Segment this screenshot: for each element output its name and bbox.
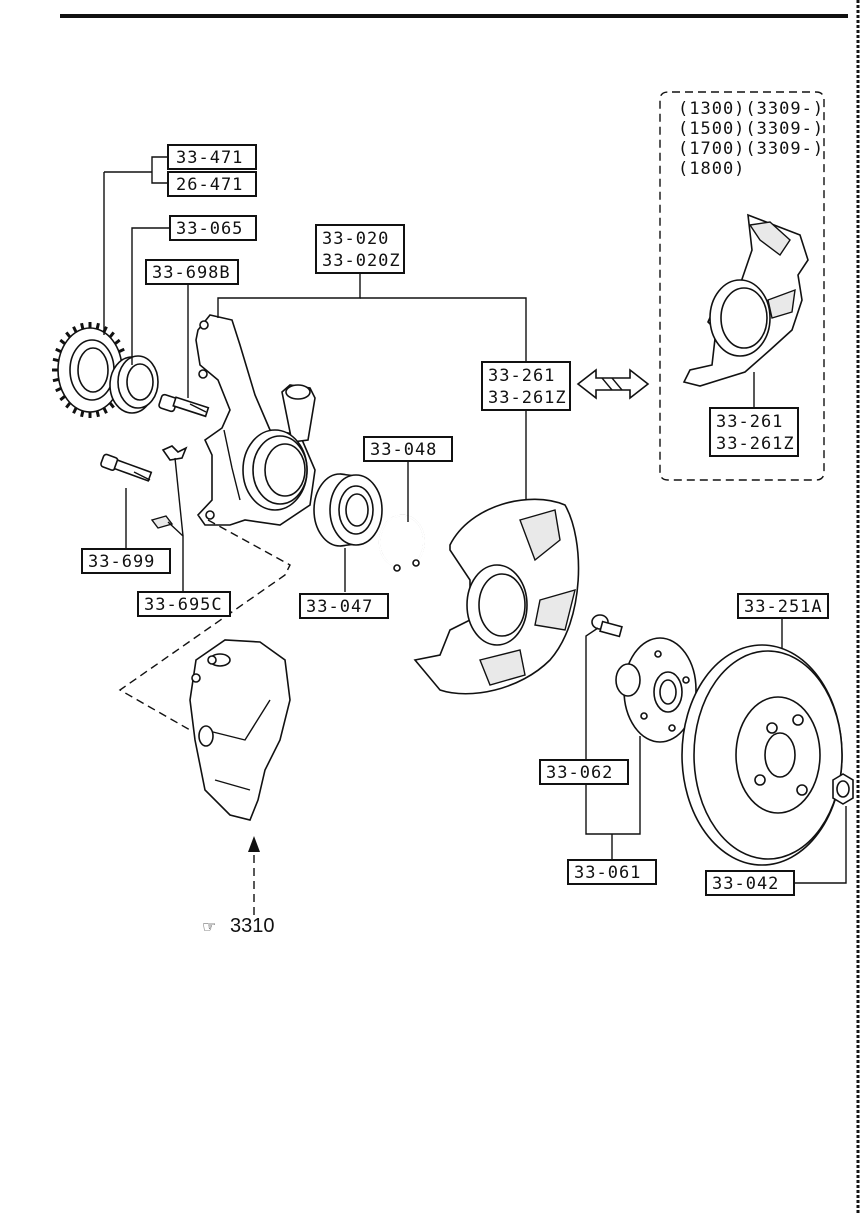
callout-33-020[interactable]: 33-020 33-020Z (315, 224, 405, 274)
inset-dust-cover (682, 213, 809, 387)
caliper-link (118, 519, 291, 731)
interchange-arrow (576, 368, 650, 400)
callout-33-698b[interactable]: 33-698B (145, 259, 239, 285)
inset-line-4: (1800) (678, 159, 745, 179)
brake-caliper (189, 639, 291, 821)
steering-knuckle (195, 314, 316, 526)
callout-label: 33-695C (144, 595, 223, 615)
leader-lines (103, 156, 847, 884)
callout-label: 33-261Z (488, 388, 567, 408)
callout-33-047[interactable]: 33-047 (299, 593, 389, 619)
callout-33-048[interactable]: 33-048 (363, 436, 453, 462)
inset-line-1: (1300)(3309-) (678, 99, 824, 119)
callout-label: 33-061 (574, 863, 641, 883)
inset-line-3: (1700)(3309-) (678, 139, 824, 159)
pointing-hand-icon: ☞ (202, 917, 216, 936)
inset-line-2: (1500)(3309-) (678, 119, 824, 139)
callout-label: 33-047 (306, 597, 373, 617)
callout-label: 33-471 (176, 148, 243, 168)
knuckle-bolt (158, 393, 210, 418)
callout-26-471[interactable]: 26-471 (167, 171, 257, 197)
callout-label: 26-471 (176, 175, 243, 195)
callout-label: 33-261 (488, 366, 555, 386)
lower-bolt (100, 453, 153, 482)
wheel-bearing (313, 473, 383, 547)
caliper-ref-arrow (248, 836, 260, 852)
snap-ring (378, 514, 425, 572)
callout-label: 33-020Z (322, 251, 401, 271)
callout-33-061[interactable]: 33-061 (567, 859, 657, 885)
callout-label: 33-020 (322, 229, 389, 249)
inset-panel: (1300)(3309-) (1500)(3309-) (1700)(3309-… (659, 91, 825, 481)
callout-label: 33-699 (88, 552, 155, 572)
brake-disc (681, 644, 843, 866)
callout-label: 33-065 (176, 219, 243, 239)
callout-33-251a[interactable]: 33-251A (737, 593, 829, 619)
clip (150, 445, 188, 529)
callout-label: 33-261Z (716, 434, 795, 454)
callout-33-471[interactable]: 33-471 (167, 144, 257, 170)
callout-33-042[interactable]: 33-042 (705, 870, 795, 896)
callout-33-261[interactable]: 33-261 33-261Z (481, 361, 571, 411)
callout-label: 33-698B (152, 263, 231, 283)
callout-inset-33-261[interactable]: 33-261 33-261Z (709, 407, 799, 457)
callout-33-699[interactable]: 33-699 (81, 548, 171, 574)
callout-label: 33-062 (546, 763, 613, 783)
hub-bolt (591, 614, 623, 638)
dust-cover (413, 498, 580, 695)
abs-sensor-ring (52, 322, 128, 418)
callout-label: 33-261 (716, 412, 783, 432)
wheel-hub (615, 637, 697, 743)
callout-label: 33-042 (712, 874, 779, 894)
callout-33-062[interactable]: 33-062 (539, 759, 629, 785)
callout-label: 33-048 (370, 440, 437, 460)
reference-page-number: 3310 (230, 915, 275, 937)
page-reference[interactable]: ☞ 3310 (202, 915, 275, 937)
inset-border (659, 91, 825, 481)
callout-33-065[interactable]: 33-065 (169, 215, 257, 241)
hub-nut (832, 773, 854, 805)
oil-seal (109, 355, 159, 414)
callout-label: 33-251A (744, 597, 823, 617)
callout-33-695c[interactable]: 33-695C (137, 591, 231, 617)
